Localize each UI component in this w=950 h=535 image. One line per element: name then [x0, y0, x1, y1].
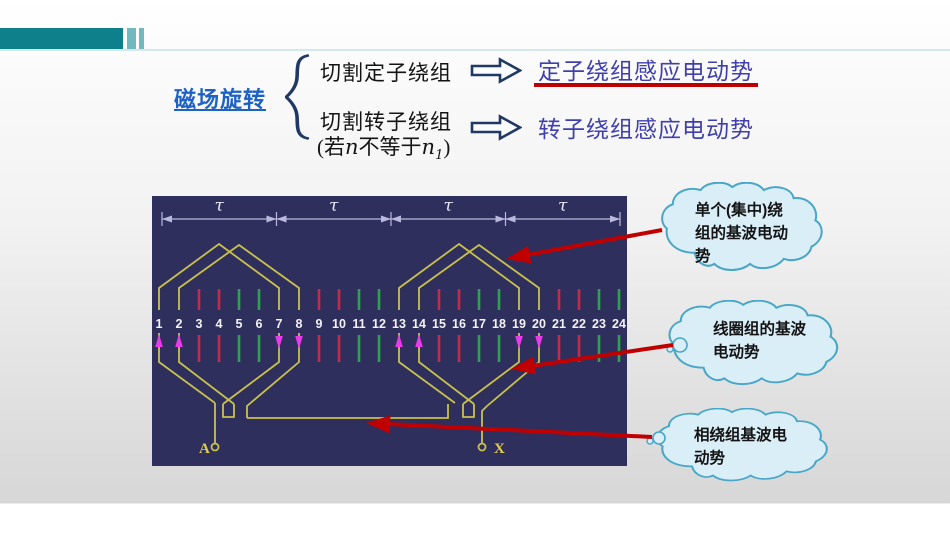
cloud-shape-icon — [661, 182, 823, 271]
callout-text-2: 线圈组的基波 电动势 — [713, 321, 807, 361]
cond-mid: 不等于 — [358, 135, 422, 159]
top-accent-tick-1 — [127, 28, 136, 49]
terminal-x-lead — [481, 405, 488, 443]
rotor-condition: (若n不等于n1) — [317, 131, 450, 163]
slot-number: 7 — [276, 317, 283, 331]
dimension-arrow-icon — [495, 215, 506, 223]
emf-arrow-up-icon — [175, 334, 183, 347]
slot-number: 24 — [612, 317, 626, 331]
cond-var-n1: n — [421, 135, 436, 159]
slot-number: 21 — [552, 317, 566, 331]
brace-icon — [283, 54, 310, 140]
slot-number: 19 — [512, 317, 526, 331]
cond-suffix: ) — [443, 135, 451, 159]
emf-arrow-down-icon — [515, 336, 523, 349]
cloud-shape-icon — [668, 300, 839, 386]
emf-arrow-down-icon — [295, 336, 303, 349]
coil-jumper-2 — [462, 404, 475, 418]
dimension-arrow-icon — [266, 215, 277, 223]
callout-text-3: 相绕组基波电 动势 — [694, 427, 788, 467]
slot-number: 13 — [392, 317, 406, 331]
tau-label: τ — [558, 196, 568, 216]
emf-arrow-down-icon — [535, 336, 543, 349]
callout-text-1: 单个(集中)绕 组的基波电动 势 — [695, 202, 789, 265]
slot-number: 8 — [296, 317, 303, 331]
slot-number: 2 — [176, 317, 183, 331]
dimension-arrow-icon — [610, 215, 620, 223]
topic-label: 磁场旋转 — [174, 87, 267, 112]
slot-number: 20 — [532, 317, 546, 331]
top-accent-tick-2 — [139, 28, 144, 49]
cause-rotor: 切割转子绕组 — [320, 110, 452, 134]
callout-cloud-1: 单个(集中)绕 组的基波电动 势 — [655, 182, 853, 273]
terminal-x-circle — [477, 442, 487, 452]
tau-label: τ — [215, 196, 225, 216]
effect-rotor: 转子绕组感应电动势 — [538, 117, 754, 142]
dimension-arrow-icon — [276, 215, 287, 223]
slot-number: 11 — [352, 317, 365, 331]
slot-number: 22 — [572, 317, 586, 331]
tau-label: τ — [329, 196, 339, 216]
emf-arrow-down-icon — [275, 336, 283, 349]
terminal-x-label: X — [494, 441, 505, 457]
cond-prefix: (若 — [317, 135, 345, 159]
effect-stator-underline — [534, 83, 758, 87]
top-accent-bar — [0, 28, 123, 49]
dimension-arrow-icon — [381, 215, 391, 223]
emf-arrow-up-icon — [415, 334, 423, 347]
slot-number: 14 — [412, 317, 426, 331]
slot-number: 3 — [196, 317, 203, 331]
slot-number: 4 — [216, 317, 223, 331]
coil-group-1-bottom — [158, 333, 300, 452]
block-arrow-icon-2 — [470, 114, 523, 141]
dimension-arrow-icon — [391, 215, 401, 223]
top-accent-underline — [0, 49, 950, 51]
dimension-arrow-icon — [505, 215, 516, 223]
slot-number: 9 — [316, 317, 323, 331]
block-arrow-icon-1 — [470, 57, 523, 84]
phase-wire — [247, 404, 449, 419]
cond-sub: 1 — [435, 148, 444, 164]
terminal-a-label: A — [199, 441, 210, 457]
terminal-a-circle — [210, 442, 220, 452]
callout-cloud-2: 线圈组的基波 电动势 — [662, 300, 870, 387]
tau-label: τ — [444, 196, 454, 216]
dimension-arrow-icon — [162, 215, 172, 223]
cond-var-n: n — [345, 135, 359, 159]
coil-group-1-top — [158, 242, 300, 310]
slot-number: 6 — [256, 317, 263, 331]
slot-number: 10 — [332, 317, 346, 331]
slot-number: 12 — [372, 317, 386, 331]
emf-arrow-up-icon — [395, 334, 403, 347]
cause-stator: 切割定子绕组 — [320, 61, 452, 85]
coil-jumper-1 — [222, 404, 235, 418]
slot-number: 23 — [592, 317, 606, 331]
slot-number: 5 — [236, 317, 243, 331]
slot-number: 18 — [492, 317, 506, 331]
emf-arrow-up-icon — [155, 334, 163, 347]
slot-number: 1 — [156, 317, 163, 331]
cloud-shape-icon — [656, 408, 828, 482]
effect-stator: 定子绕组感应电动势 — [538, 59, 754, 84]
slot-number: 16 — [452, 317, 466, 331]
slot-number: 17 — [472, 317, 486, 331]
slot-number: 15 — [432, 317, 446, 331]
callout-cloud-3: 相绕组基波电 动势 — [650, 408, 860, 483]
coil-group-2-bottom — [398, 333, 540, 452]
coil-group-2-top — [398, 242, 540, 310]
